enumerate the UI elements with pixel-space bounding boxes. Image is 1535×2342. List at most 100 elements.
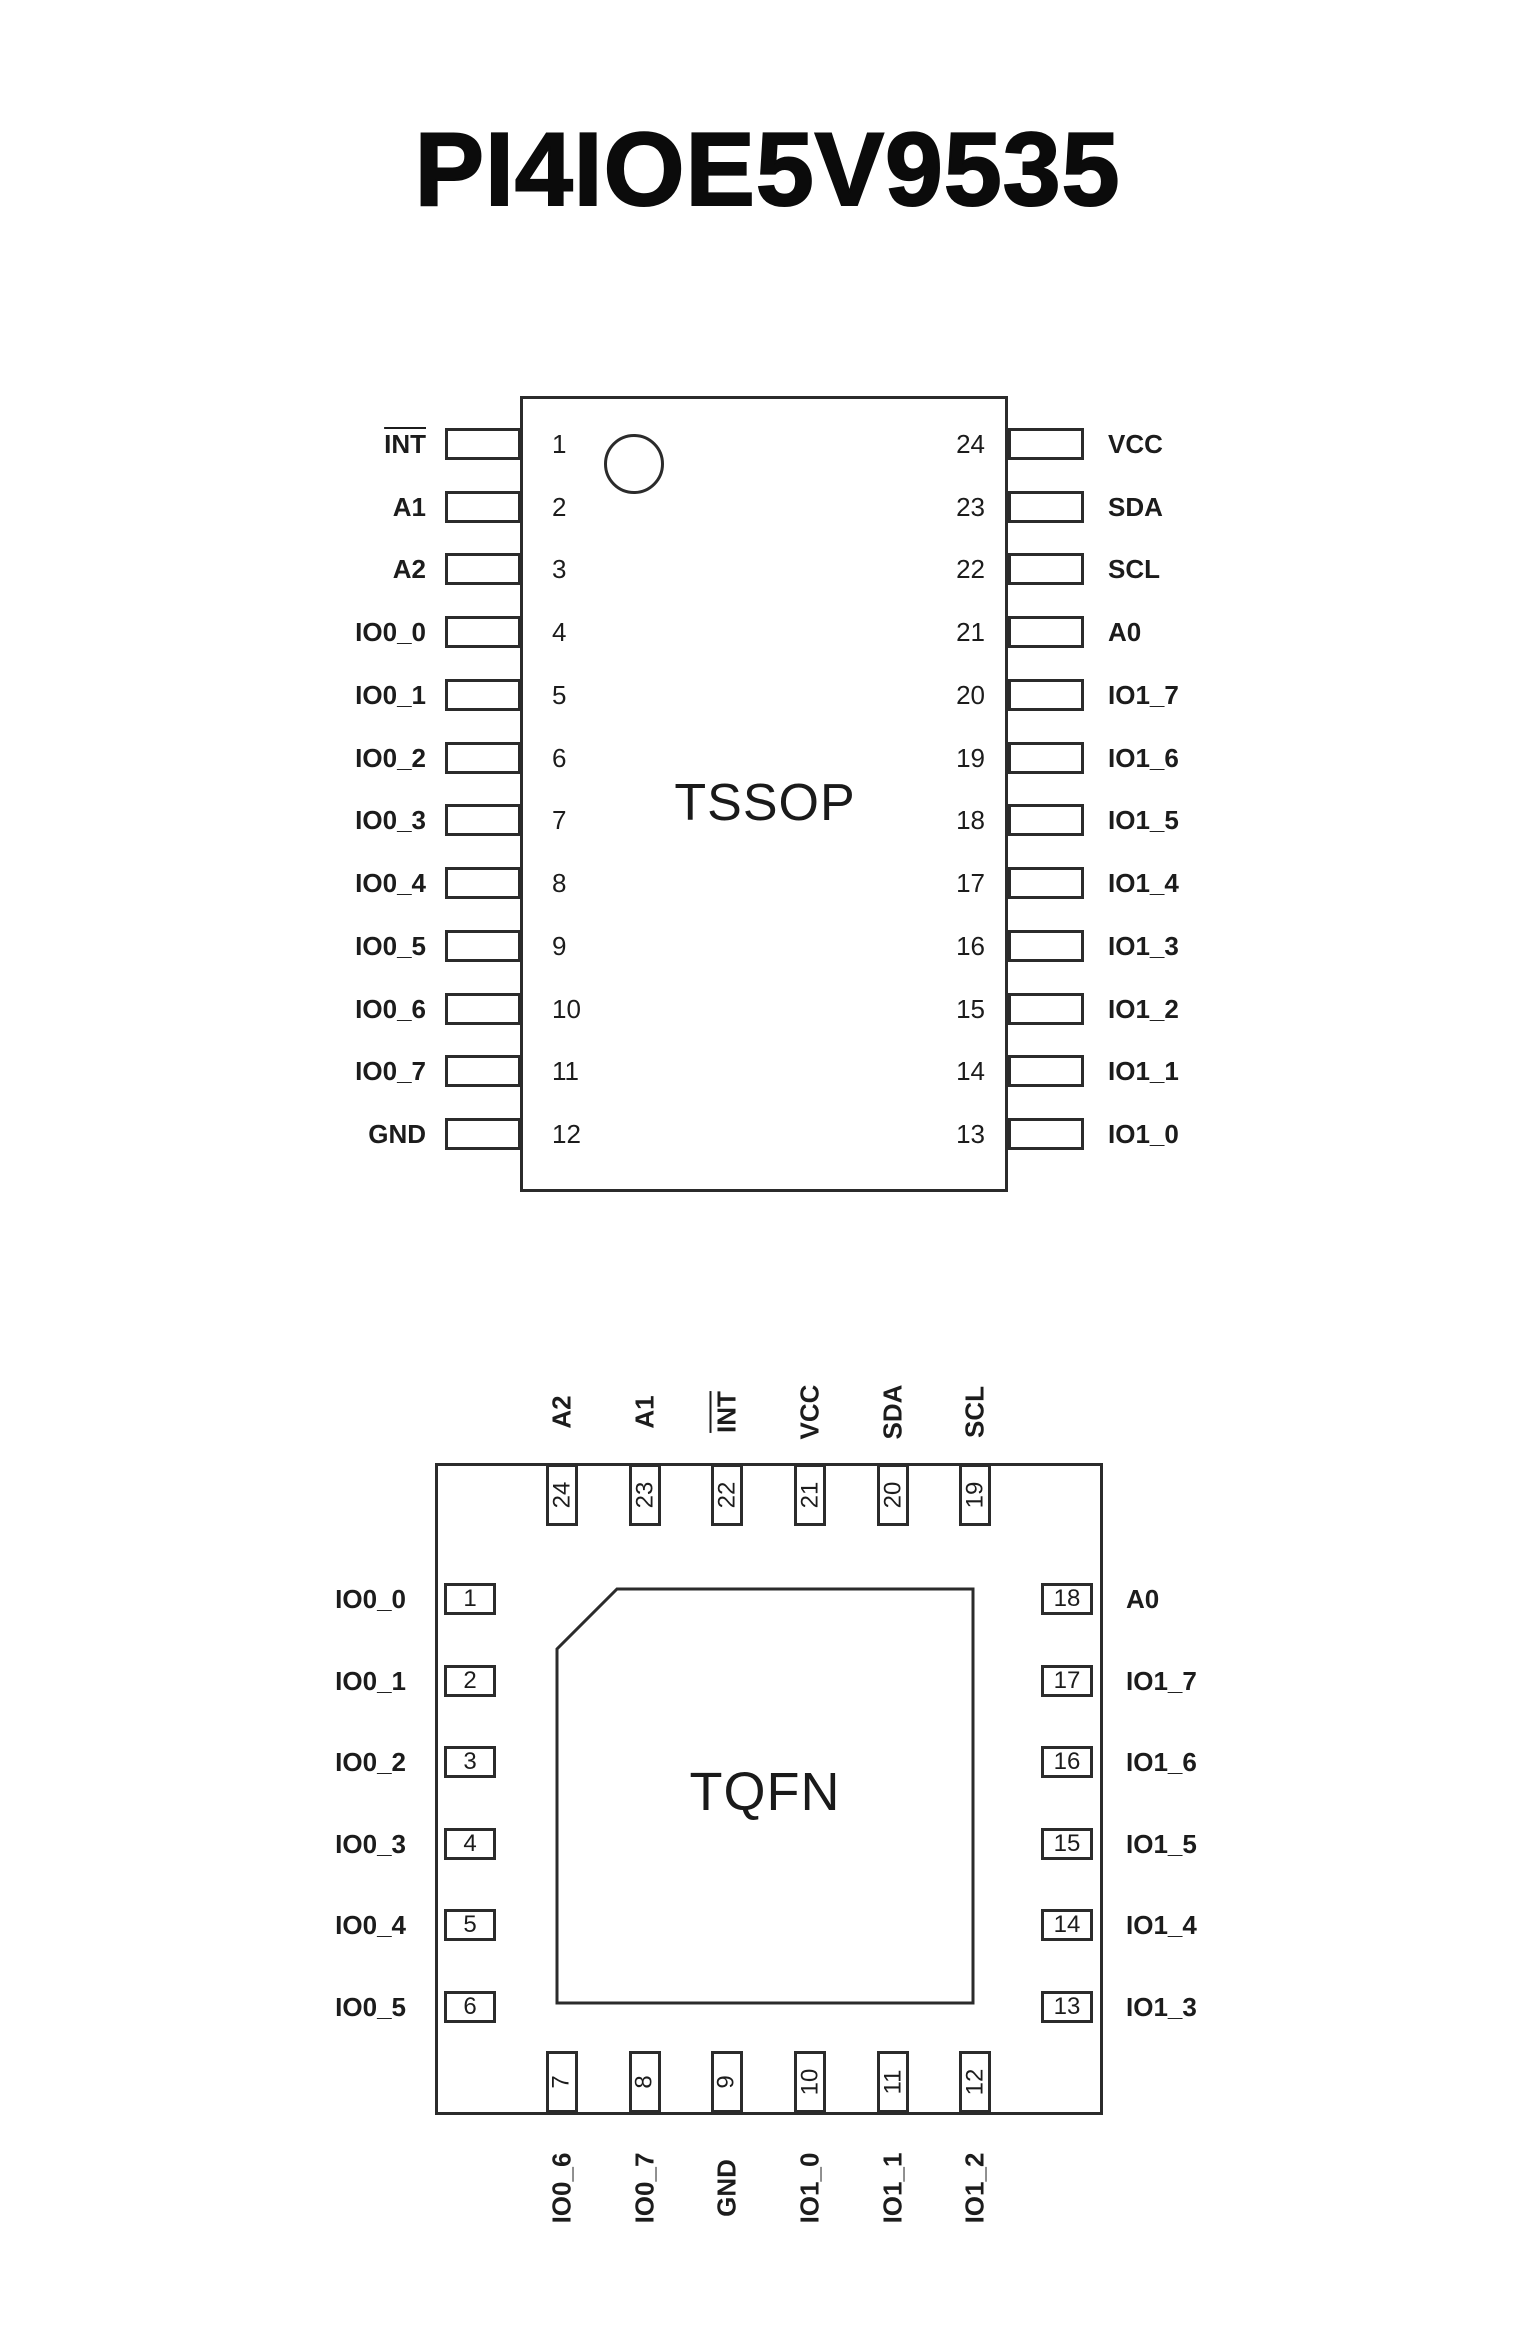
tqfn-pin-14-pad: 14: [1041, 1909, 1093, 1941]
tqfn-pin-22-pad: 22: [711, 1464, 743, 1526]
tssop-pin-22-stub: [1008, 553, 1084, 585]
tqfn-pin-19-pad-number: 19: [961, 1481, 989, 1509]
tssop-pin-24-stub: [1008, 428, 1084, 460]
tqfn-pin-3-pad: 3: [444, 1746, 496, 1778]
tssop-pin-20-stub: [1008, 679, 1084, 711]
tqfn-pin-9-name: GND: [711, 2159, 742, 2217]
tqfn-pin-15-pad: 15: [1041, 1828, 1093, 1860]
tqfn-pin-24-pad: 24: [546, 1464, 578, 1526]
tqfn-pin-20-pad-number: 20: [879, 1481, 907, 1509]
tqfn-pin-9-pad: 9: [711, 2051, 743, 2113]
tqfn-pin-10-pad: 10: [794, 2051, 826, 2113]
tqfn-pin-17-pad-number: 17: [1053, 1667, 1081, 1694]
tqfn-pin-18-pad: 18: [1041, 1583, 1093, 1615]
tssop-pin-18-stub: [1008, 804, 1084, 836]
tssop-pin-23-name: SDA: [1108, 492, 1163, 522]
tqfn-pin-4-pad: 4: [444, 1828, 496, 1860]
tssop-pin-16-stub: [1008, 930, 1084, 962]
tqfn-pin-13-pad-number: 13: [1053, 1993, 1081, 2020]
tqfn-pin-19-pad: 19: [959, 1464, 991, 1526]
tssop-pin-9-name: IO0_5: [355, 931, 426, 961]
tssop-pin-4-number: 4: [552, 617, 567, 647]
tqfn-pin-14-pad-number: 14: [1053, 1911, 1081, 1938]
tssop-pin-13-name: IO1_0: [1108, 1119, 1179, 1149]
tqfn-pin-5-name: IO0_4: [335, 1910, 406, 1940]
tqfn-pin-7-name: IO0_6: [546, 2152, 577, 2224]
tqfn-pin-13-pad: 13: [1041, 1991, 1093, 2023]
tqfn-pin-7-pad-number: 7: [547, 2075, 575, 2089]
tssop-pin-23-number: 23: [956, 492, 985, 522]
tqfn-pin-6-pad-number: 6: [463, 1993, 477, 2020]
tqfn-pin-2-name: IO0_1: [335, 1666, 406, 1696]
tqfn-pin-3-pad-number: 3: [463, 1748, 477, 1775]
tssop-pin-22-name: SCL: [1108, 554, 1160, 584]
tqfn-pin-13-name: IO1_3: [1126, 1992, 1197, 2022]
tssop-pin-7-name: IO0_3: [355, 805, 426, 835]
tqfn-pin-11-pad: 11: [877, 2051, 909, 2113]
tssop-pin-2-stub: [445, 491, 521, 523]
tqfn-pin-1-pad-number: 1: [463, 1585, 477, 1612]
tssop-pin-6-name: IO0_2: [355, 743, 426, 773]
tssop-pin-14-stub: [1008, 1055, 1084, 1087]
tqfn-pin-5-pad-number: 5: [463, 1911, 477, 1938]
tssop-chip-body: [520, 396, 1008, 1192]
tssop-pin1-marker-icon: [604, 434, 664, 494]
tssop-pin-2-number: 2: [552, 492, 567, 522]
tssop-pin-18-name: IO1_5: [1108, 805, 1179, 835]
tqfn-pin-9-pad-number: 9: [712, 2075, 740, 2089]
tssop-pin-12-number: 12: [552, 1119, 581, 1149]
tqfn-pin-17-name: IO1_7: [1126, 1666, 1197, 1696]
tssop-pin-20-number: 20: [956, 680, 985, 710]
tssop-pin-7-stub: [445, 804, 521, 836]
tqfn-pin-16-name: IO1_6: [1126, 1747, 1197, 1777]
tssop-pin-22-number: 22: [956, 554, 985, 584]
tqfn-pin-23-pad-number: 23: [631, 1481, 659, 1509]
tqfn-pin-8-pad-number: 8: [630, 2075, 658, 2089]
tqfn-pin-14-name: IO1_4: [1126, 1910, 1197, 1940]
tqfn-inner-body: [555, 1587, 975, 2005]
tqfn-pin-19-name: SCL: [959, 1386, 990, 1438]
tqfn-pin-17-pad: 17: [1041, 1665, 1093, 1697]
tqfn-pin-20-pad: 20: [877, 1464, 909, 1526]
tqfn-chip-outline: [555, 1587, 975, 2005]
tqfn-pin-4-pad-number: 4: [463, 1830, 477, 1857]
tssop-pin-10-name: IO0_6: [355, 994, 426, 1024]
tssop-pin-9-number: 9: [552, 931, 567, 961]
tssop-pin-17-name: IO1_4: [1108, 868, 1179, 898]
tqfn-pin-23-name: A1: [629, 1395, 660, 1429]
tssop-pin-8-name: IO0_4: [355, 868, 426, 898]
tssop-pin-16-number: 16: [956, 931, 985, 961]
tqfn-pin-24-name: A2: [546, 1395, 577, 1429]
tssop-pin-15-name: IO1_2: [1108, 994, 1179, 1024]
tqfn-pin-12-pad: 12: [959, 2051, 991, 2113]
tssop-pin-8-number: 8: [552, 868, 567, 898]
tqfn-package-label: TQFN: [689, 1762, 841, 1822]
tqfn-pin-23-pad: 23: [629, 1464, 661, 1526]
tssop-pin-5-number: 5: [552, 680, 567, 710]
tssop-pin-15-number: 15: [956, 994, 985, 1024]
tssop-pin-13-stub: [1008, 1118, 1084, 1150]
tqfn-pin-21-name: VCC: [794, 1384, 825, 1440]
tqfn-pin-2-pad: 2: [444, 1665, 496, 1697]
tqfn-pin-20-name: SDA: [877, 1384, 908, 1440]
tqfn-pin-11-name: IO1_1: [877, 2152, 908, 2224]
tssop-pin-10-number: 10: [552, 994, 581, 1024]
tqfn-pin-8-pad: 8: [629, 2051, 661, 2113]
tssop-pin-1-number: 1: [552, 429, 567, 459]
tssop-pin-7-number: 7: [552, 805, 567, 835]
tqfn-pin-16-pad-number: 16: [1053, 1748, 1081, 1775]
tssop-pin-14-number: 14: [956, 1056, 985, 1086]
tssop-pin-1-name: INT: [384, 429, 426, 459]
tssop-pin-4-name: IO0_0: [355, 617, 426, 647]
tqfn-pin-10-pad-number: 10: [796, 2068, 824, 2096]
tssop-pin-11-number: 11: [552, 1056, 579, 1086]
tssop-pin-3-number: 3: [552, 554, 567, 584]
tssop-pin-17-stub: [1008, 867, 1084, 899]
tssop-pin-10-stub: [445, 993, 521, 1025]
tqfn-pin-21-pad: 21: [794, 1464, 826, 1526]
tssop-pin-6-number: 6: [552, 743, 567, 773]
tqfn-pin-12-pad-number: 12: [961, 2068, 989, 2096]
tqfn-pin-22-name: INT: [711, 1391, 742, 1433]
tqfn-pin-18-pad-number: 18: [1053, 1585, 1081, 1612]
